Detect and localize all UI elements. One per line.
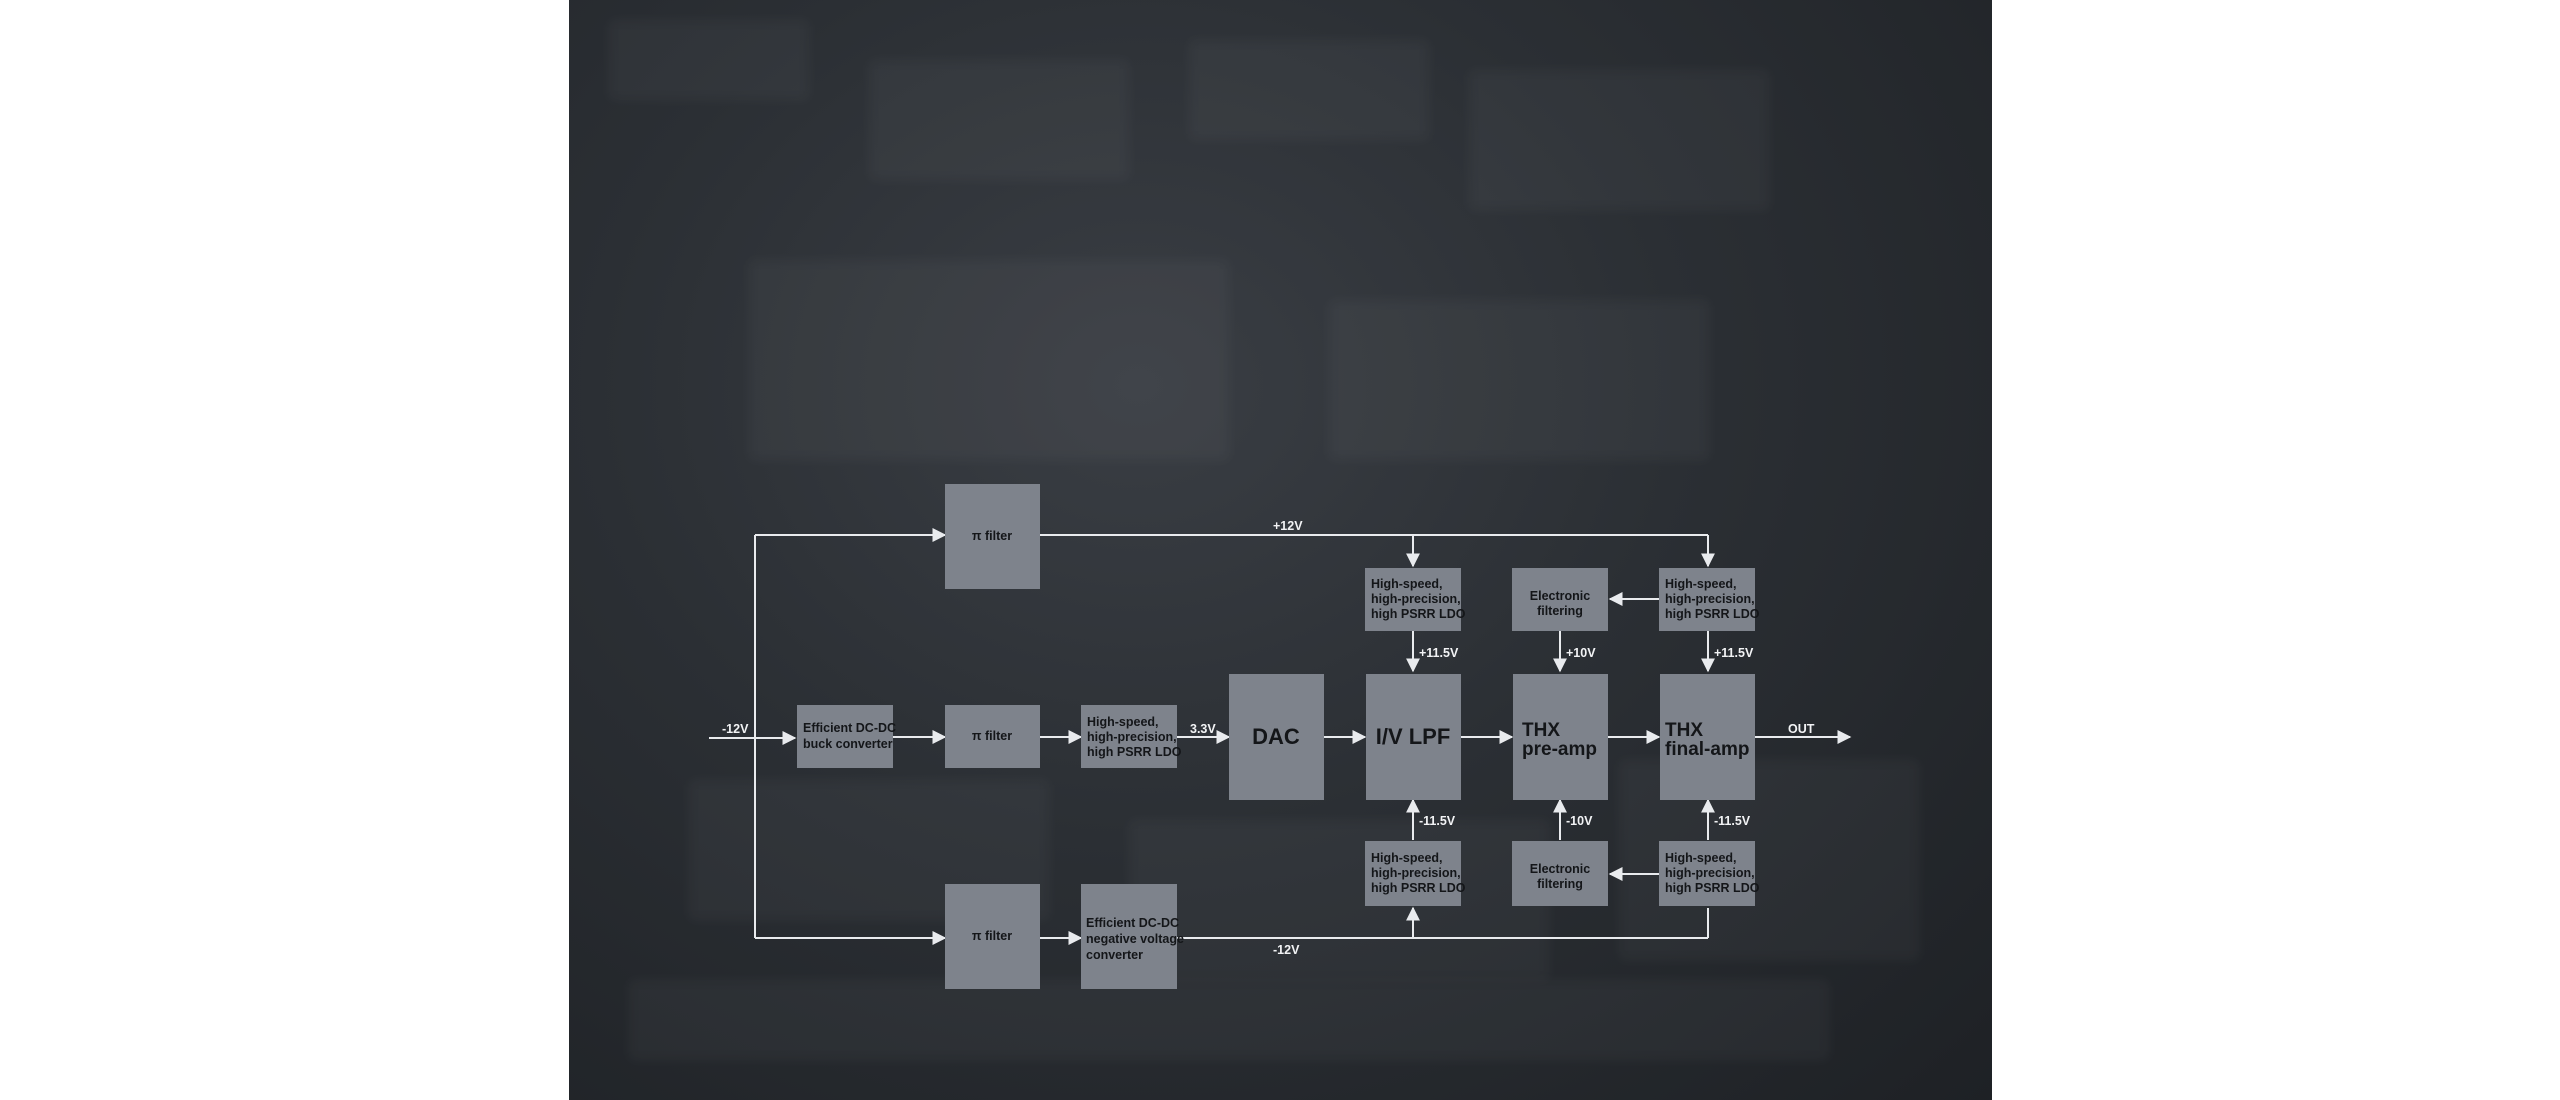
ldo-final-top-label-3: high PSRR LDO xyxy=(1665,607,1760,621)
dac-label: DAC xyxy=(1252,724,1300,749)
ldo-ivlpf-bottom-label-2: high-precision, xyxy=(1371,866,1461,880)
thx-finalamp-label-2: final-amp xyxy=(1665,739,1749,760)
output-label: OUT xyxy=(1788,722,1815,736)
ivlpf-pos-label: +11.5V xyxy=(1419,646,1459,660)
ldo-ivlpf-top-block: High-speed, high-precision, high PSRR LD… xyxy=(1365,568,1466,631)
buck-converter-label-2: buck converter xyxy=(803,737,893,751)
neg-converter-block: Efficient DC-DC negative voltage convert… xyxy=(1081,884,1184,989)
preamp-pos-label: +10V xyxy=(1566,646,1596,660)
neg-converter-label-1: Efficient DC-DC xyxy=(1086,916,1179,930)
electronic-filter-top-label-2: filtering xyxy=(1537,604,1583,618)
buck-converter-block: Efficient DC-DC buck converter xyxy=(797,705,896,768)
dac-block: DAC xyxy=(1229,674,1324,800)
ldo-final-top-label-2: high-precision, xyxy=(1665,592,1755,606)
pi-filter-mid-block: π filter xyxy=(945,705,1040,768)
thx-finalamp-label-1: THX xyxy=(1665,720,1703,741)
electronic-filter-bottom-label-2: filtering xyxy=(1537,877,1583,891)
ldo-mid-label-2: high-precision, xyxy=(1087,730,1177,744)
ldo-final-bottom-label-1: High-speed, xyxy=(1665,851,1737,865)
ldo-final-bottom-label-3: high PSRR LDO xyxy=(1665,881,1760,895)
pos-rail-label: +12V xyxy=(1273,519,1303,533)
buck-converter-label-1: Efficient DC-DC xyxy=(803,721,896,735)
ldo-mid-block: High-speed, high-precision, high PSRR LD… xyxy=(1081,705,1182,768)
block-diagram: π filter Efficient DC-DC buck converter … xyxy=(709,484,1852,989)
ldo-ivlpf-bottom-label-1: High-speed, xyxy=(1371,851,1443,865)
pi-filter-mid-label: π filter xyxy=(972,729,1012,743)
neg-converter-label-2: negative voltage xyxy=(1086,932,1184,946)
pi-filter-bottom-block: π filter xyxy=(945,884,1040,989)
thx-preamp-block: THX pre-amp xyxy=(1513,674,1608,800)
ldo-ivlpf-top-label-3: high PSRR LDO xyxy=(1371,607,1466,621)
ldo-ivlpf-top-label-2: high-precision, xyxy=(1371,592,1461,606)
ivlpf-neg-label: -11.5V xyxy=(1419,814,1456,828)
thx-finalamp-block: THX final-amp xyxy=(1660,674,1755,800)
background-panel xyxy=(569,0,1992,1100)
iv-lpf-block: I/V LPF xyxy=(1366,674,1461,800)
preamp-neg-label: -10V xyxy=(1566,814,1593,828)
electronic-filter-bottom-label-1: Electronic xyxy=(1530,862,1590,876)
ldo-final-top-block: High-speed, high-precision, high PSRR LD… xyxy=(1659,568,1760,631)
electronic-filter-bottom-block: Electronic filtering xyxy=(1512,841,1608,906)
pi-filter-top-block: π filter xyxy=(945,484,1040,589)
pi-filter-top-label: π filter xyxy=(972,529,1012,543)
ldo-final-bottom-block: High-speed, high-precision, high PSRR LD… xyxy=(1659,841,1760,906)
neg-rail-label: -12V xyxy=(1273,943,1300,957)
ldo-ivlpf-bottom-label-3: high PSRR LDO xyxy=(1371,881,1466,895)
final-pos-label: +11.5V xyxy=(1714,646,1754,660)
final-neg-label: -11.5V xyxy=(1714,814,1751,828)
ldo-final-top-label-1: High-speed, xyxy=(1665,577,1737,591)
electronic-filter-top-label-1: Electronic xyxy=(1530,589,1590,603)
pi-filter-bottom-label: π filter xyxy=(972,929,1012,943)
ldo-ivlpf-bottom-block: High-speed, high-precision, high PSRR LD… xyxy=(1365,841,1466,906)
electronic-filter-top-block: Electronic filtering xyxy=(1512,568,1608,631)
thx-preamp-label-1: THX xyxy=(1522,720,1560,741)
ldo-mid-label-3: high PSRR LDO xyxy=(1087,745,1182,759)
ldo-mid-label-1: High-speed, xyxy=(1087,715,1159,729)
neg-converter-label-3: converter xyxy=(1086,948,1143,962)
iv-lpf-label: I/V LPF xyxy=(1376,724,1451,749)
ldo-ivlpf-top-label-1: High-speed, xyxy=(1371,577,1443,591)
input-voltage-label: -12V xyxy=(722,722,749,736)
thx-preamp-label-2: pre-amp xyxy=(1522,739,1597,760)
ldo-final-bottom-label-2: high-precision, xyxy=(1665,866,1755,880)
dac-supply-label: 3.3V xyxy=(1190,722,1216,736)
